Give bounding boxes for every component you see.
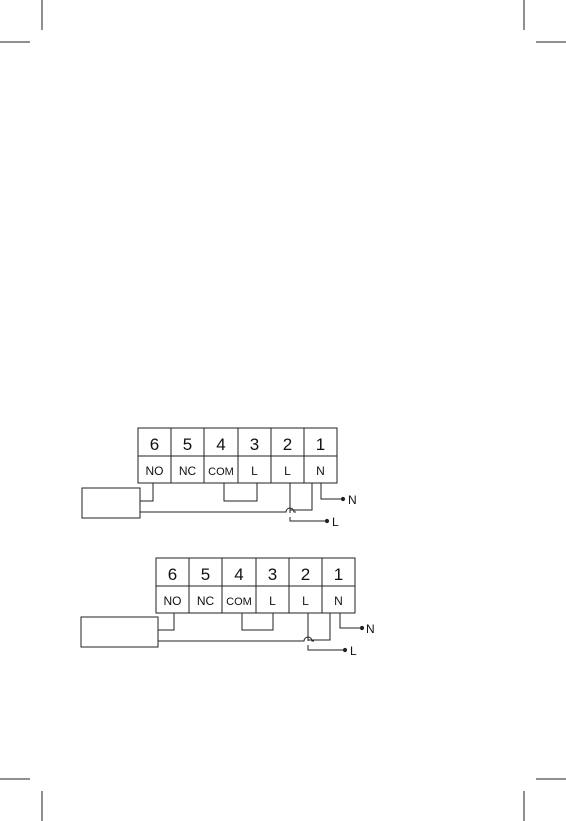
- terminal-label: COM: [208, 466, 234, 478]
- supply-neutral-label: N: [366, 622, 375, 636]
- terminal-number: 3: [268, 565, 277, 584]
- terminal-label: L: [269, 594, 276, 608]
- load-device-box: [81, 617, 158, 647]
- supply-neutral-label: N: [348, 493, 357, 507]
- terminal-label: NO: [146, 464, 164, 478]
- terminal-number: 1: [334, 565, 343, 584]
- terminal-label: COM: [226, 596, 252, 608]
- wiring-diagram-2: [81, 558, 364, 652]
- terminal-number: 2: [301, 565, 310, 584]
- terminal-label: NC: [179, 464, 197, 478]
- diagram-1-labels: 6 5 4 3 2 1 NO NC COM L L N N L: [146, 435, 357, 529]
- terminal-label: NC: [197, 594, 215, 608]
- supply-live-label: L: [350, 644, 357, 658]
- terminal-number: 6: [150, 435, 159, 454]
- terminal-number: 2: [283, 435, 292, 454]
- terminal-label: L: [284, 464, 291, 478]
- terminal-label: L: [302, 594, 309, 608]
- terminal-number: 1: [316, 435, 325, 454]
- terminal-number: 4: [234, 565, 243, 584]
- terminal-label: NO: [164, 594, 182, 608]
- terminal-number: 5: [183, 435, 192, 454]
- terminal-number: 3: [250, 435, 259, 454]
- load-device-box: [82, 488, 140, 518]
- terminal-label: L: [251, 464, 258, 478]
- terminal-label: N: [334, 594, 343, 608]
- supply-live-label: L: [332, 515, 339, 529]
- terminal-label: N: [316, 464, 325, 478]
- terminal-number: 4: [216, 435, 225, 454]
- terminal-number: 6: [168, 565, 177, 584]
- diagram-2-labels: 6 5 4 3 2 1 NO NC COM L L N N L: [164, 565, 375, 658]
- terminal-number: 5: [201, 565, 210, 584]
